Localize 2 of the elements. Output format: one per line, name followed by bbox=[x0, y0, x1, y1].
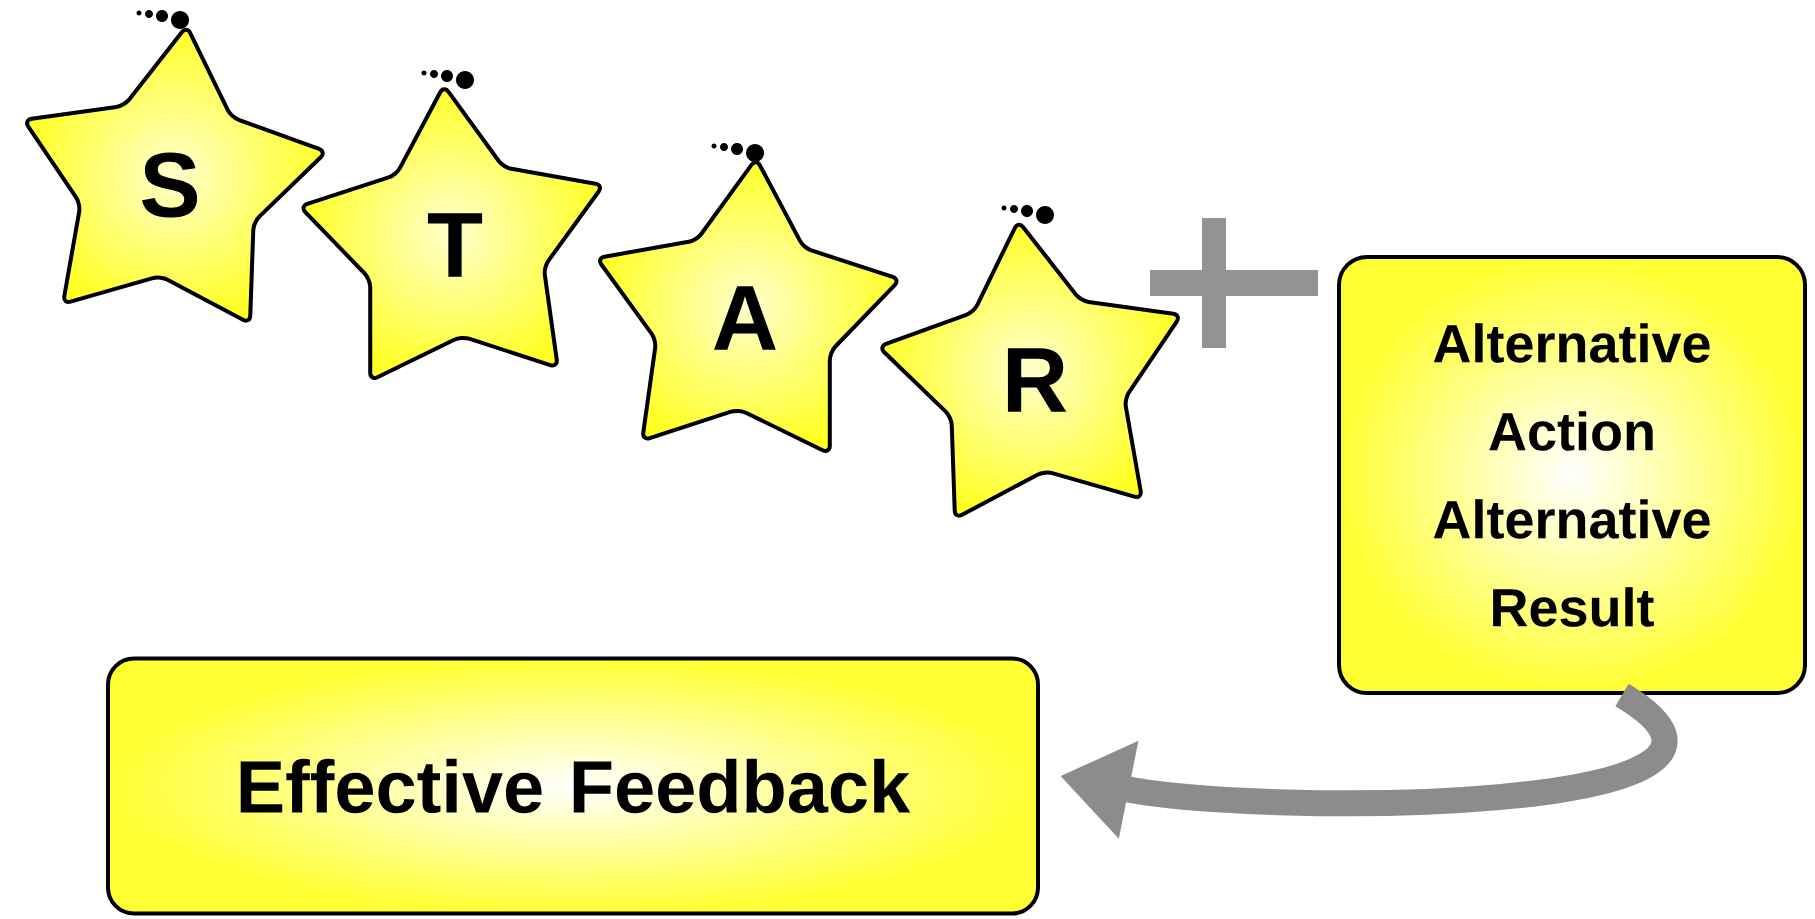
text-box: Effective Feedback bbox=[106, 656, 1040, 916]
text-box: Alternative Action Alternative Result bbox=[1337, 255, 1807, 695]
